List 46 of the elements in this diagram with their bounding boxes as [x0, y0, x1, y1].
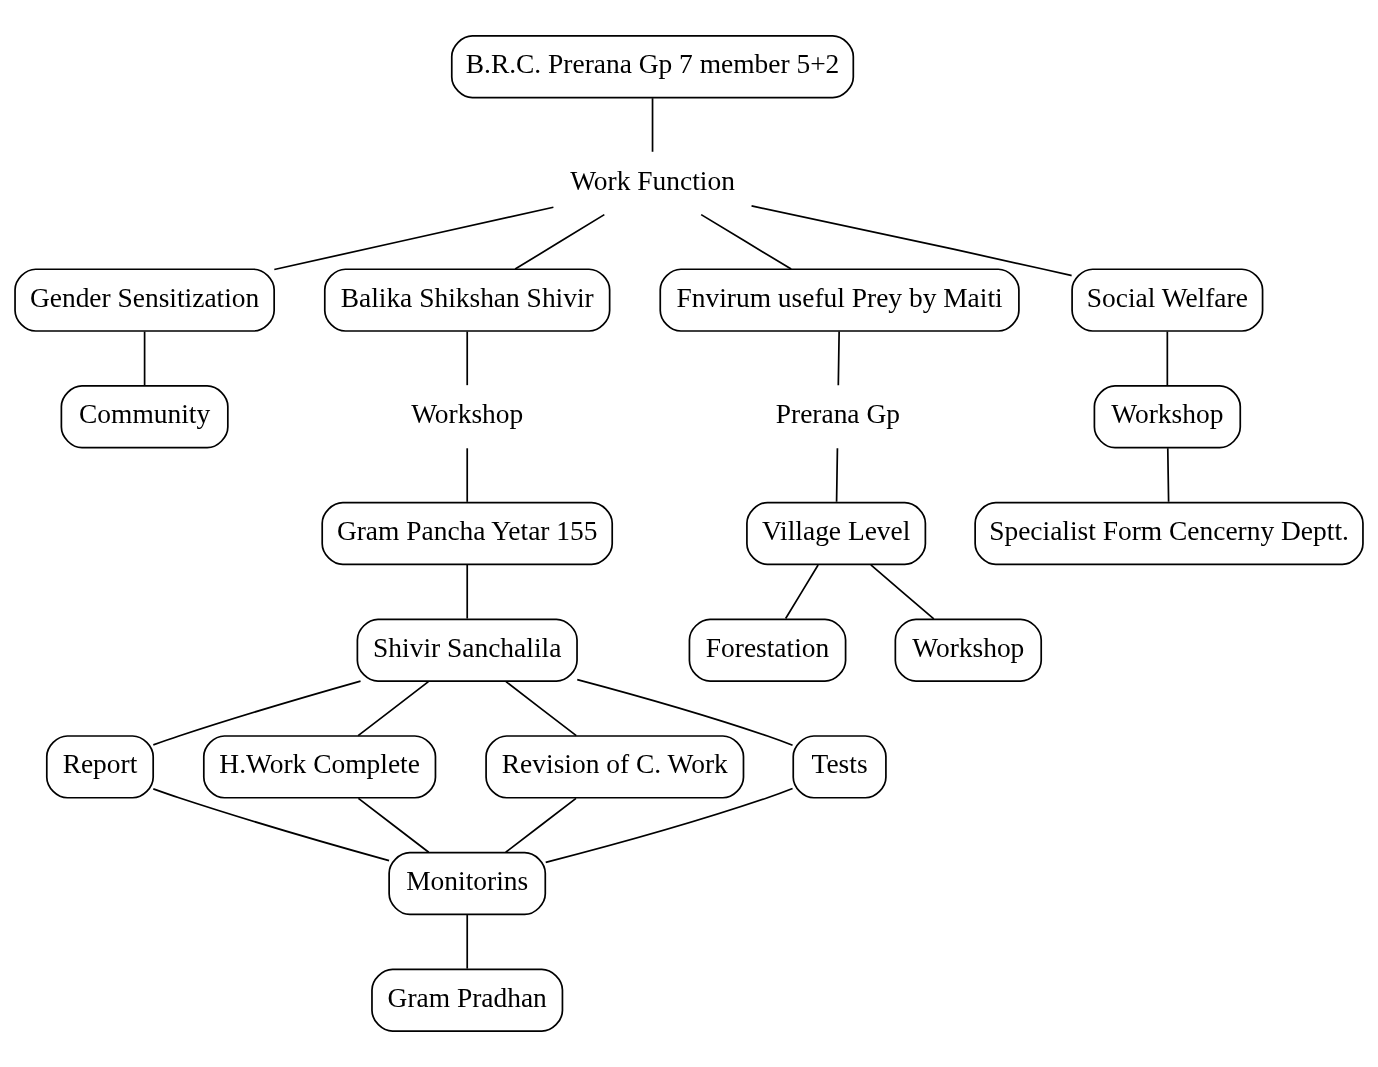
connector [152, 680, 362, 746]
node-box: Balika Shikshan Shivir [323, 268, 611, 332]
node-box: Gram Pancha Yetar 155 [321, 501, 614, 566]
connector [576, 678, 794, 747]
node-box: Report [45, 735, 155, 799]
connector [514, 213, 606, 270]
connector [750, 205, 1073, 277]
node-text: Prerana Gp [775, 399, 900, 430]
node-box: Specialist Form Cencerny Deptt. [974, 501, 1364, 566]
connector [784, 564, 819, 620]
connector [837, 330, 840, 386]
node-box: Monitorins [388, 851, 547, 916]
node-box: Workshop [1093, 385, 1242, 449]
connector [143, 330, 146, 386]
node-box: Forestation [688, 618, 847, 682]
node-box: H.Work Complete [202, 735, 437, 799]
node-box: B.R.C. Prerana Gp 7 member 5+2 [450, 35, 855, 99]
connector [544, 787, 794, 864]
node-box: Gram Pradhan [371, 968, 564, 1032]
connector [357, 797, 430, 854]
connector [466, 447, 469, 503]
connector [273, 206, 555, 271]
node-box: Shivir Sanchalila [356, 618, 578, 682]
connector [1166, 447, 1170, 503]
connector [504, 797, 577, 854]
node-box: Revision of C. Work [485, 735, 745, 799]
node-box: Social Welfare [1071, 268, 1264, 332]
node-box: Gender Sensitization [14, 268, 276, 332]
connector [466, 330, 469, 386]
connector [152, 788, 390, 862]
connector [357, 680, 430, 737]
connector [700, 213, 793, 270]
node-text: Workshop [411, 399, 524, 430]
connector [505, 680, 578, 737]
connector [1166, 330, 1169, 386]
node-box: Tests [792, 735, 887, 799]
connector [466, 914, 469, 970]
node-box: Fnvirum useful Prey by Maiti [659, 268, 1020, 332]
node-text: Work Function [570, 165, 735, 196]
node-box: Workshop [894, 618, 1043, 682]
connector [835, 447, 839, 503]
connector [870, 564, 935, 620]
node-box: Village Level [746, 501, 927, 566]
connector [466, 564, 469, 620]
connector [651, 97, 654, 153]
node-box: Community [60, 385, 229, 449]
